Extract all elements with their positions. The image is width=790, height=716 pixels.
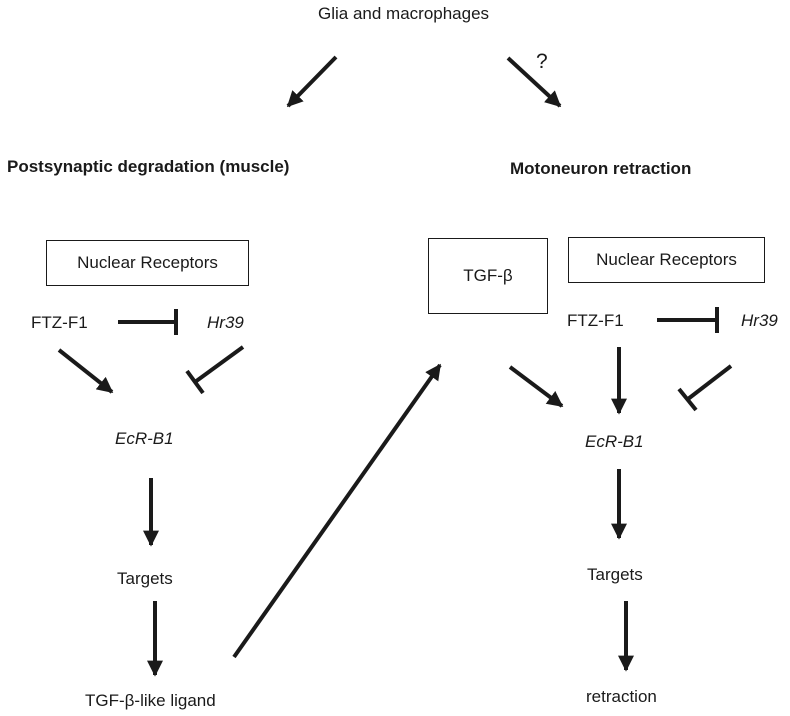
right-ecr-b1: EcR-B1 [585,432,644,451]
right-ftz-f1: FTZ-F1 [567,311,624,330]
inhibit-hr39-ecr-left [193,345,245,384]
right-targets: Targets [587,565,643,584]
arrow-ligand-to-tgf [232,363,442,659]
arrow-glia-to-postsynaptic [286,55,338,108]
question-mark: ? [536,50,548,73]
left-targets: Targets [117,569,173,588]
source-label: Glia and macrophages [318,4,490,23]
right-hr39: Hr39 [741,311,778,330]
arrow-tgf-to-ecr-right [508,365,564,408]
left-ftz-f1: FTZ-F1 [31,313,88,332]
left-ligand: TGF-β-like ligand [85,691,216,710]
right-nuclear-receptors-box: Nuclear Receptors [568,237,765,283]
inhibit-bar-hr39-ecr-left [185,369,205,395]
right-tgf-box: TGF-β [428,238,548,314]
left-nuclear-receptors-box: Nuclear Receptors [46,240,249,286]
inhibit-bar-hr39-ecr-right [677,387,698,412]
inhibit-hr39-ecr-right [686,364,733,401]
left-hr39: Hr39 [207,313,244,332]
arrow-ftz-to-ecr-left [57,348,114,394]
right-title: Motoneuron retraction [510,159,692,178]
right-retraction: retraction [586,687,657,706]
left-title: Postsynaptic degradation (muscle) [7,157,290,176]
arrow-glia-to-motoneuron [506,56,562,108]
left-ecr-b1: EcR-B1 [115,429,174,448]
